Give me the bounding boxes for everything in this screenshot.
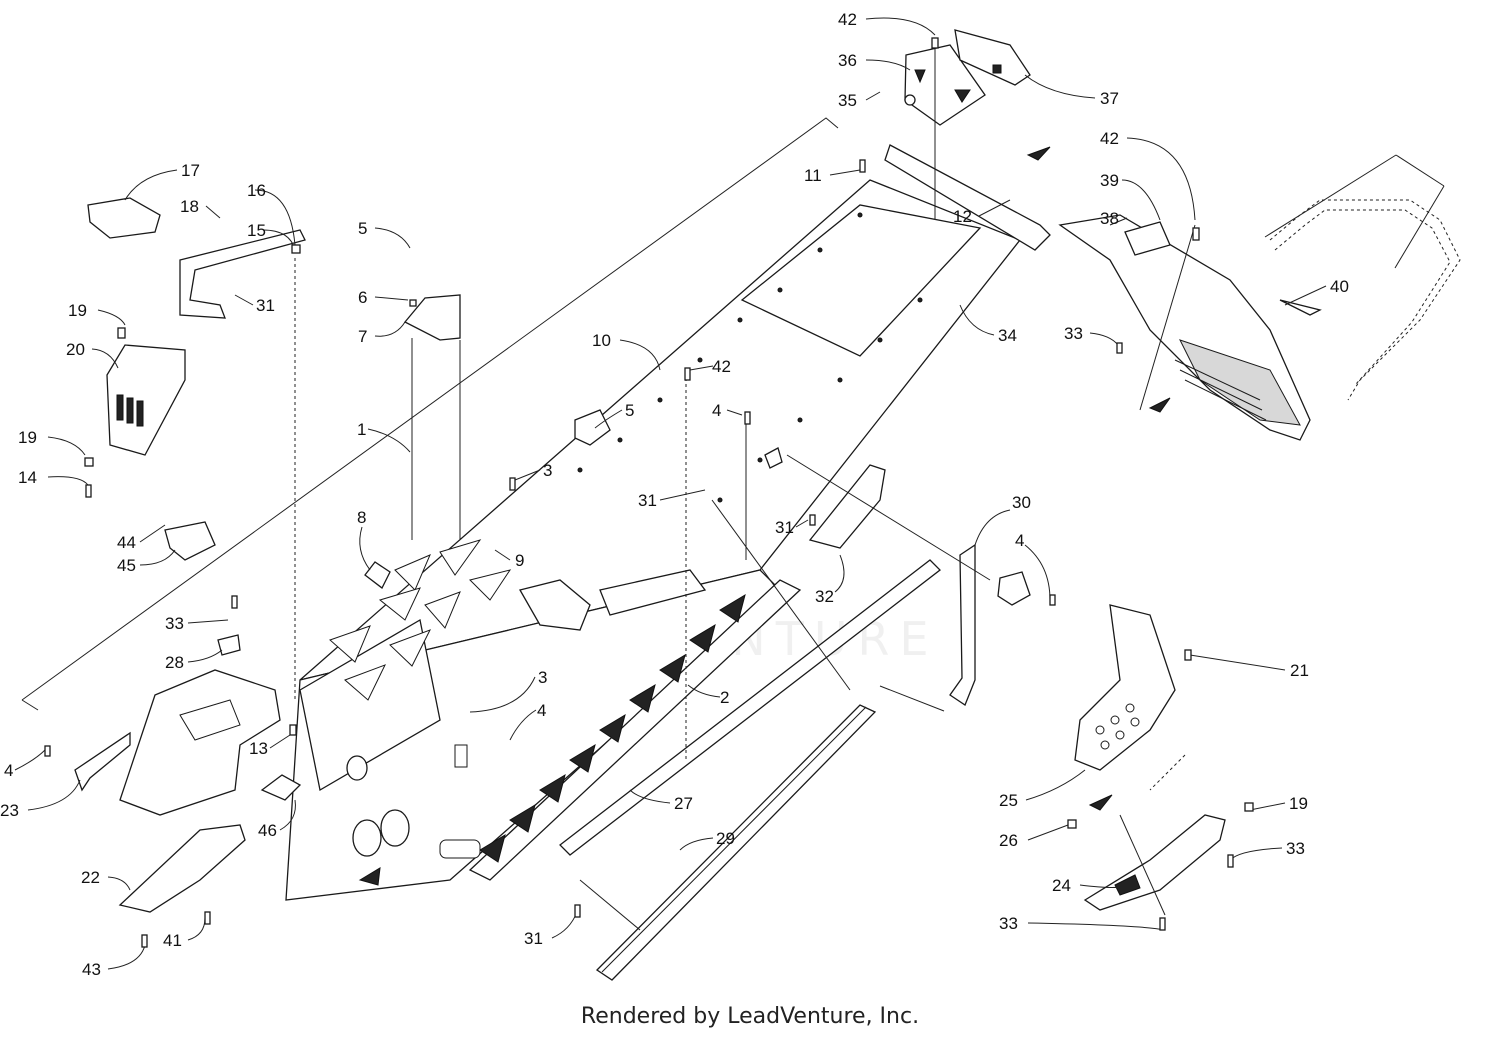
bumper-handle-part-15 <box>179 229 306 319</box>
callout-20: 20 <box>66 340 85 359</box>
callout-23: 23 <box>0 801 19 820</box>
slide-rail-part-29 <box>595 704 877 981</box>
callout-8: 8 <box>357 508 366 527</box>
callout-17: 17 <box>181 161 200 180</box>
callout-31: 31 <box>775 518 794 537</box>
callout-40: 40 <box>1330 277 1349 296</box>
rail-part-27 <box>559 559 941 856</box>
callout-7: 7 <box>358 327 367 346</box>
callout-33: 33 <box>1064 324 1083 343</box>
callout-14: 14 <box>18 468 37 487</box>
callout-25: 25 <box>999 791 1018 810</box>
callout-29: 29 <box>716 829 735 848</box>
direction-arrows <box>1026 146 1171 811</box>
rear-rail-part-12 <box>884 144 1051 251</box>
side-panel-part-25 <box>1074 604 1176 771</box>
callout-6: 6 <box>358 288 367 307</box>
callout-19: 19 <box>1289 794 1308 813</box>
fasteners <box>44 37 1254 948</box>
callout-2: 2 <box>720 688 729 707</box>
callout-31: 31 <box>256 296 275 315</box>
decal-part-40 <box>1279 299 1322 316</box>
callout-42: 42 <box>712 357 731 376</box>
callout-36: 36 <box>838 51 857 70</box>
cover-part-17 <box>87 197 161 239</box>
bracket-part-32 <box>808 464 886 549</box>
callout-45: 45 <box>117 556 136 575</box>
callout-11: 11 <box>804 166 822 185</box>
rear-cap-part-37 <box>954 29 1031 86</box>
callout-13: 13 <box>249 739 268 758</box>
callout-44: 44 <box>117 533 136 552</box>
callout-26: 26 <box>999 831 1018 850</box>
callout-3: 3 <box>538 668 547 687</box>
bracket-part-20 <box>106 344 186 456</box>
mount-part-44 <box>164 521 216 561</box>
callout-labels: 42 36 35 37 42 39 38 40 33 11 12 34 17 1… <box>0 10 1349 979</box>
callout-19: 19 <box>18 428 37 447</box>
callout-34: 34 <box>998 326 1017 345</box>
callout-15: 15 <box>247 221 266 240</box>
callout-3: 3 <box>543 461 552 480</box>
callout-32: 32 <box>815 587 834 606</box>
callout-10: 10 <box>592 331 611 350</box>
side-panel-part-23 <box>74 731 131 792</box>
callout-31: 31 <box>638 491 657 510</box>
callout-42: 42 <box>838 10 857 29</box>
callout-31: 31 <box>524 929 543 948</box>
bracket-part-8 <box>364 561 391 589</box>
callout-21: 21 <box>1290 661 1309 680</box>
callout-39: 39 <box>1100 171 1119 190</box>
callout-46: 46 <box>258 821 277 840</box>
decal-part-39 <box>1124 221 1171 256</box>
callout-19: 19 <box>68 301 87 320</box>
callout-33: 33 <box>999 914 1018 933</box>
callout-43: 43 <box>82 960 101 979</box>
callout-38: 38 <box>1100 209 1119 228</box>
callout-4: 4 <box>4 761 13 780</box>
callout-18: 18 <box>180 197 199 216</box>
callout-42: 42 <box>1100 129 1119 148</box>
footer-credit: Rendered by LeadVenture, Inc. <box>580 1004 920 1029</box>
callout-24: 24 <box>1052 876 1071 895</box>
callout-16: 16 <box>247 181 266 200</box>
lower-guard-part-22 <box>118 824 246 913</box>
callout-41: 41 <box>163 931 182 950</box>
callout-leaders <box>14 17 1327 970</box>
footwell-part-24 <box>1083 814 1226 911</box>
callout-1: 1 <box>357 420 366 439</box>
callout-33: 33 <box>1286 839 1305 858</box>
bumper-part-46 <box>260 774 302 801</box>
callout-4: 4 <box>1015 531 1024 550</box>
callout-5: 5 <box>625 401 634 420</box>
callout-12: 12 <box>953 207 972 226</box>
alignment-lines <box>294 45 1196 931</box>
callout-30: 30 <box>1012 493 1031 512</box>
callout-33: 33 <box>165 614 184 633</box>
side-panel-assembly <box>119 669 281 816</box>
hub-part-4 <box>997 571 1031 606</box>
callout-27: 27 <box>674 794 693 813</box>
callout-5: 5 <box>358 219 367 238</box>
callout-35: 35 <box>838 91 857 110</box>
chassis-tunnel-part-1 <box>285 179 1022 901</box>
callout-28: 28 <box>165 653 184 672</box>
callout-9: 9 <box>515 551 524 570</box>
bracket-part-7 <box>403 294 461 341</box>
callout-22: 22 <box>81 868 100 887</box>
rear-snowflap-part-38 <box>1058 214 1311 441</box>
rear-bracket-part-36 <box>904 44 986 126</box>
rear-rack-outline <box>1269 199 1461 401</box>
callout-4: 4 <box>712 401 721 420</box>
callout-4: 4 <box>537 701 546 720</box>
callout-37: 37 <box>1100 89 1119 108</box>
clip-part-28 <box>217 634 241 656</box>
assembly-bracket-lines <box>21 117 1445 712</box>
